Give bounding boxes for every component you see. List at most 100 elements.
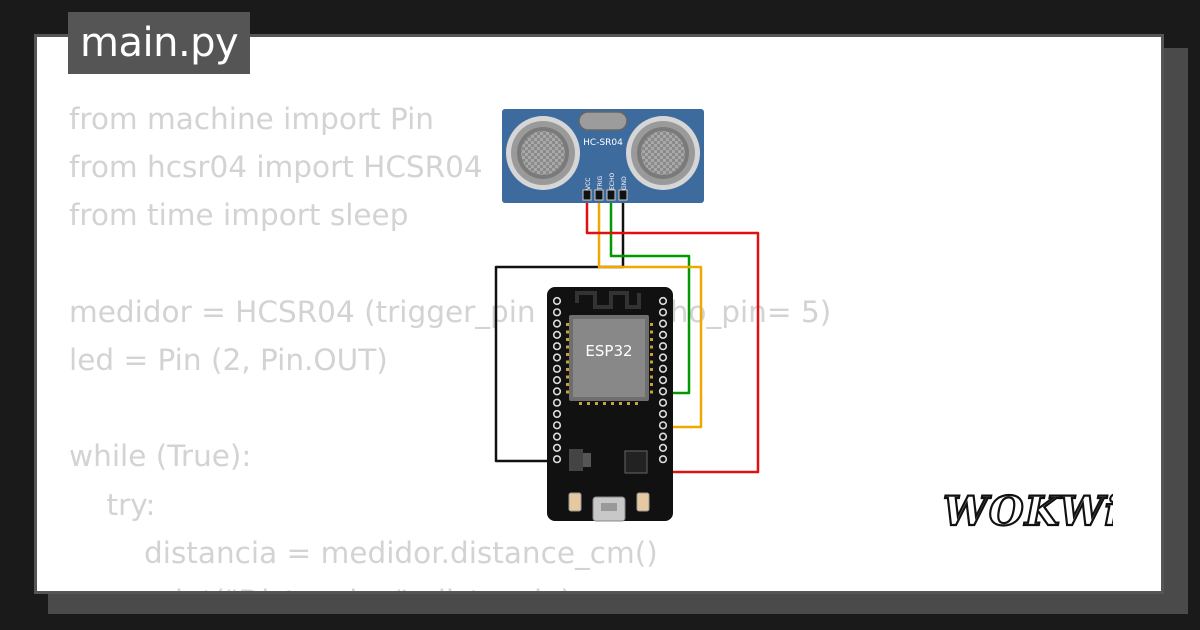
pin-label-trig: TRIG (597, 175, 604, 191)
module-pads (566, 323, 653, 405)
module-pad (635, 402, 638, 405)
sensor-label: HC-SR04 (583, 138, 623, 148)
header-pin[interactable] (552, 409, 562, 419)
header-pin[interactable] (658, 387, 668, 396)
header-pin[interactable] (552, 387, 562, 396)
module-pad (566, 330, 569, 334)
header-pin[interactable] (658, 409, 668, 419)
header-pin[interactable] (552, 353, 562, 362)
sensor-transducer-left (506, 116, 580, 190)
module-pad (650, 345, 653, 349)
sensor-transducer-right (626, 116, 700, 190)
module-pad (650, 330, 653, 334)
module-pad (579, 402, 582, 405)
module-pad (627, 402, 630, 405)
module-pad (650, 323, 653, 326)
code-line: while (True): (69, 439, 252, 474)
voltage-regulator (569, 449, 583, 471)
code-line: from hcsr04 import HCSR04 (69, 150, 483, 185)
hc-sr04-sensor[interactable]: HC-SR04 VCC TRIG ECHO GND (502, 109, 704, 203)
header-pin[interactable] (658, 398, 668, 407)
module-pad (566, 360, 569, 364)
header-pin[interactable] (552, 398, 562, 407)
boot-button (568, 492, 582, 512)
header-pin[interactable] (552, 421, 562, 430)
wires (494, 199, 760, 474)
wire-gnd (494, 199, 625, 463)
board-label: ESP32 (585, 342, 632, 360)
code-line: distancia = medidor.distance_cm() (69, 535, 658, 570)
header-pin[interactable] (552, 296, 562, 306)
header-pin[interactable] (552, 455, 562, 464)
header-pin[interactable] (552, 308, 562, 317)
wokwi-logo: WOKWi (942, 487, 1113, 535)
antenna-trace (575, 291, 641, 309)
sensor-pins (582, 189, 628, 201)
module-pad (566, 383, 569, 386)
module-pad (603, 402, 606, 405)
module-pad (587, 402, 590, 405)
project-preview-card: from machine import Pin from hcsr04 impor… (34, 34, 1164, 594)
module-pad (650, 360, 653, 364)
header-pin[interactable] (658, 342, 668, 351)
header-pin[interactable] (658, 330, 668, 340)
module-pad (619, 402, 622, 405)
module-pad (650, 383, 653, 386)
wire-trig (597, 199, 703, 429)
header-pin[interactable] (552, 443, 562, 453)
header-pin[interactable] (658, 308, 668, 317)
header-pin[interactable] (658, 443, 668, 453)
header-pin[interactable] (658, 319, 668, 328)
file-tab-main-py[interactable]: main.py (68, 12, 251, 74)
module-pad (650, 338, 653, 341)
module-pad (566, 323, 569, 326)
module-pad (566, 368, 569, 371)
header-pin[interactable] (658, 353, 668, 362)
code-line: from time import sleep (69, 198, 409, 233)
module-pad (566, 390, 569, 394)
header-pin[interactable] (552, 330, 562, 340)
esp32-board[interactable]: ESP32 (547, 287, 673, 522)
header-pin[interactable] (658, 432, 668, 441)
module-pad (611, 402, 614, 405)
code-editor[interactable]: from machine import Pin from hcsr04 impor… (69, 95, 832, 591)
code-line: medidor = HCSR04 (trigger_pin = 18, echo… (69, 294, 832, 329)
wire-echo (609, 199, 691, 395)
header-pin[interactable] (658, 376, 668, 385)
usb-uart-chip (624, 450, 648, 474)
circuit-diagram: HC-SR04 VCC TRIG ECHO GND (494, 109, 760, 522)
pin-label-vcc: VCC (585, 178, 592, 190)
wire-vcc (585, 199, 760, 474)
esp32-shield (573, 319, 645, 397)
module-pad (650, 390, 653, 394)
header-pin[interactable] (552, 364, 562, 373)
module-pad (566, 345, 569, 349)
sensor-crystal (578, 111, 628, 131)
header-pins-left (552, 296, 562, 464)
module-pad (650, 375, 653, 379)
code-line: print("Distancia: ", distancia) (69, 577, 831, 591)
header-pins-right (658, 296, 668, 464)
header-pin[interactable] (552, 319, 562, 328)
pin-label-echo: ECHO (609, 173, 616, 190)
header-pin[interactable] (658, 455, 668, 464)
header-pin[interactable] (552, 342, 562, 351)
header-pin[interactable] (552, 432, 562, 441)
header-pin[interactable] (658, 296, 668, 306)
logo-text: WOKWi (943, 488, 1113, 535)
module-pad (650, 353, 653, 356)
module-pad (566, 375, 569, 379)
module-pad (566, 353, 569, 356)
module-pad (650, 368, 653, 371)
module-pad (566, 338, 569, 341)
reset-button (636, 492, 650, 512)
pin-label-gnd: GND (621, 176, 628, 190)
code-line: led = Pin (2, Pin.OUT) (69, 342, 388, 377)
code-line: from machine import Pin (69, 102, 434, 136)
code-line: try: (69, 487, 156, 522)
sensor-pin-labels: VCC TRIG ECHO GND (585, 173, 628, 191)
header-pin[interactable] (552, 376, 562, 385)
header-pin[interactable] (658, 364, 668, 373)
module-pad (595, 402, 598, 405)
header-pin[interactable] (658, 421, 668, 430)
